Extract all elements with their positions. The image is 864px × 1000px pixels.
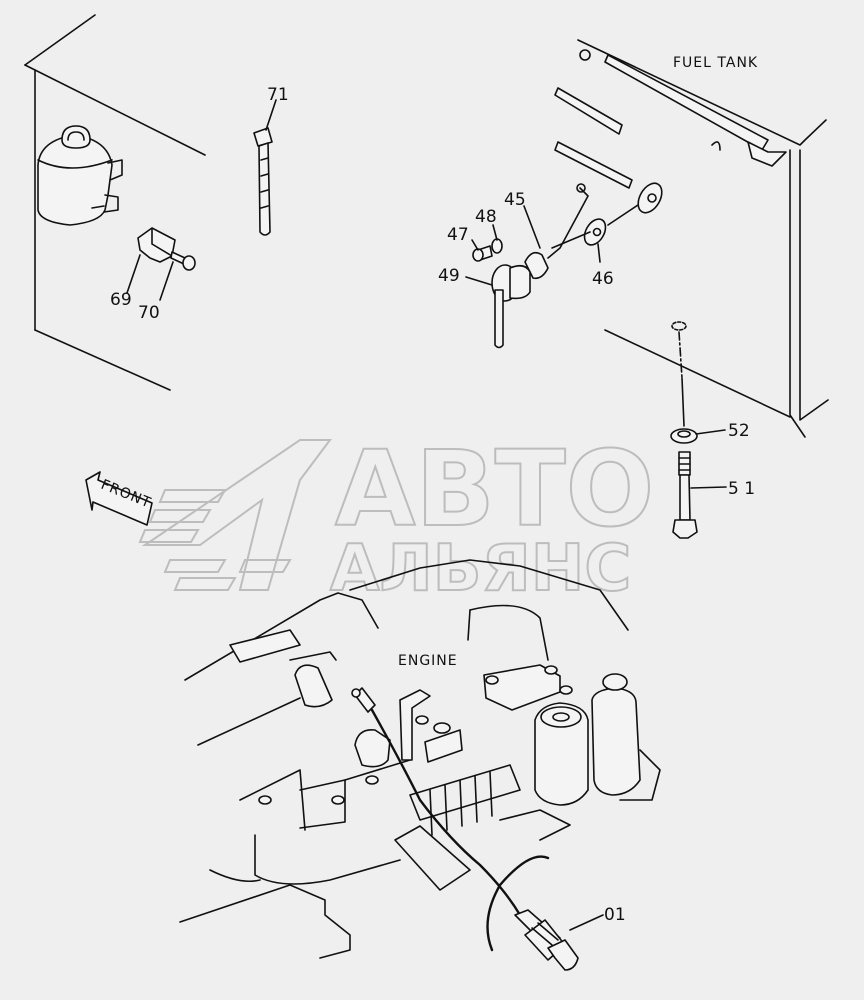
engine: [179, 559, 661, 959]
callout-47: 47: [447, 225, 469, 245]
screw-part-47: [472, 245, 493, 262]
fuel-tank: [554, 39, 829, 438]
bolt-part-70: [170, 251, 196, 271]
callout-51: 5 1: [728, 479, 755, 499]
reserve-tank: [37, 125, 123, 226]
watermark-line1: АВТО: [335, 428, 654, 550]
callout-01: 01: [604, 905, 626, 925]
leader-45: [523, 205, 541, 249]
leader-46: [597, 243, 601, 263]
callout-52: 52: [728, 421, 750, 441]
clamp-part-69: [137, 227, 176, 263]
leader-71: [265, 99, 277, 131]
washer-part-48: [491, 238, 503, 254]
sender-unit-part-49: [491, 264, 531, 349]
leader-70: [159, 261, 174, 301]
detail-bracket: [486, 855, 550, 952]
fuel-sender-assembly: [524, 182, 663, 280]
drain-path: [671, 321, 687, 427]
sensor-part-01: [514, 909, 579, 971]
cable-tie-part-71: [253, 127, 273, 236]
callout-69: 69: [110, 290, 132, 310]
front-arrow-icon: FRONT: [85, 471, 153, 526]
leader-49: [465, 276, 493, 286]
leader-51: [690, 486, 727, 489]
engine-label: ENGINE: [398, 653, 458, 669]
watermark-wing-icon: [138, 439, 332, 591]
callout-71: 71: [267, 85, 289, 105]
callout-45: 45: [504, 190, 526, 210]
leader-01: [569, 914, 604, 931]
leader-52: [695, 429, 726, 435]
callout-70: 70: [138, 303, 160, 323]
leader-47: [471, 239, 479, 251]
leader-69: [126, 254, 141, 294]
drain-cock-part-51: [672, 451, 698, 539]
left-panel: [24, 14, 206, 391]
watermark-logo: АВТО АЛЬЯНС: [138, 427, 655, 607]
washer-part-52: [670, 428, 698, 444]
callout-49: 49: [438, 266, 460, 286]
fuel-tank-label: FUEL TANK: [673, 55, 758, 71]
leader-48: [492, 224, 498, 241]
callout-48: 48: [475, 207, 497, 227]
sensor-wire: [351, 687, 522, 917]
callout-46: 46: [592, 269, 614, 289]
watermark-line2: АЛЬЯНС: [330, 532, 631, 606]
